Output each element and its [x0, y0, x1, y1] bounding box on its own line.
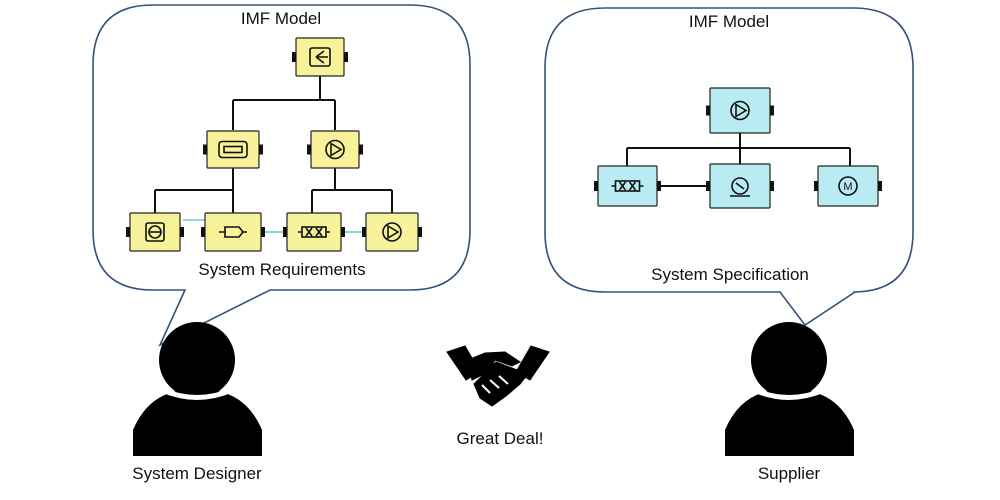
node-pump	[706, 87, 774, 134]
pump-icon	[382, 222, 402, 242]
node-compressor	[706, 163, 774, 209]
right-tree-connectors	[626, 133, 851, 187]
motor-icon: M	[838, 176, 858, 196]
node-pump	[362, 212, 422, 252]
supplier-person-icon	[725, 322, 854, 456]
svg-text:M: M	[843, 181, 852, 193]
node-filter	[126, 212, 184, 252]
valve-icon	[298, 226, 330, 238]
node-pump	[307, 130, 363, 169]
splitter-icon	[309, 47, 331, 67]
node-motor: M	[814, 165, 882, 207]
arrow-block-icon	[219, 226, 247, 238]
supplier-label: Supplier	[757, 464, 821, 483]
right-model-caption: System Specification	[651, 265, 809, 284]
system-designer-person-icon	[133, 322, 262, 456]
filter-icon	[145, 222, 165, 242]
valve-icon	[611, 180, 644, 192]
node-valve	[594, 165, 661, 207]
compressor-icon	[730, 177, 750, 197]
node-valve	[283, 212, 345, 252]
left-speech-bubble	[92, 4, 471, 347]
handshake-icon	[446, 345, 550, 407]
node-arrow-block	[201, 212, 265, 252]
system-designer-label: System Designer	[132, 464, 262, 483]
node-splitter	[292, 37, 348, 77]
conveyor-icon	[218, 140, 248, 159]
pump-icon	[325, 139, 345, 160]
node-conveyor	[203, 130, 263, 169]
pump-icon	[730, 100, 750, 121]
left-model-title: IMF Model	[240, 9, 322, 28]
left-model-caption: System Requirements	[198, 260, 366, 279]
great-deal-label: Great Deal!	[456, 429, 544, 448]
right-model-title: IMF Model	[688, 12, 770, 31]
left-tree-connectors	[154, 76, 393, 213]
